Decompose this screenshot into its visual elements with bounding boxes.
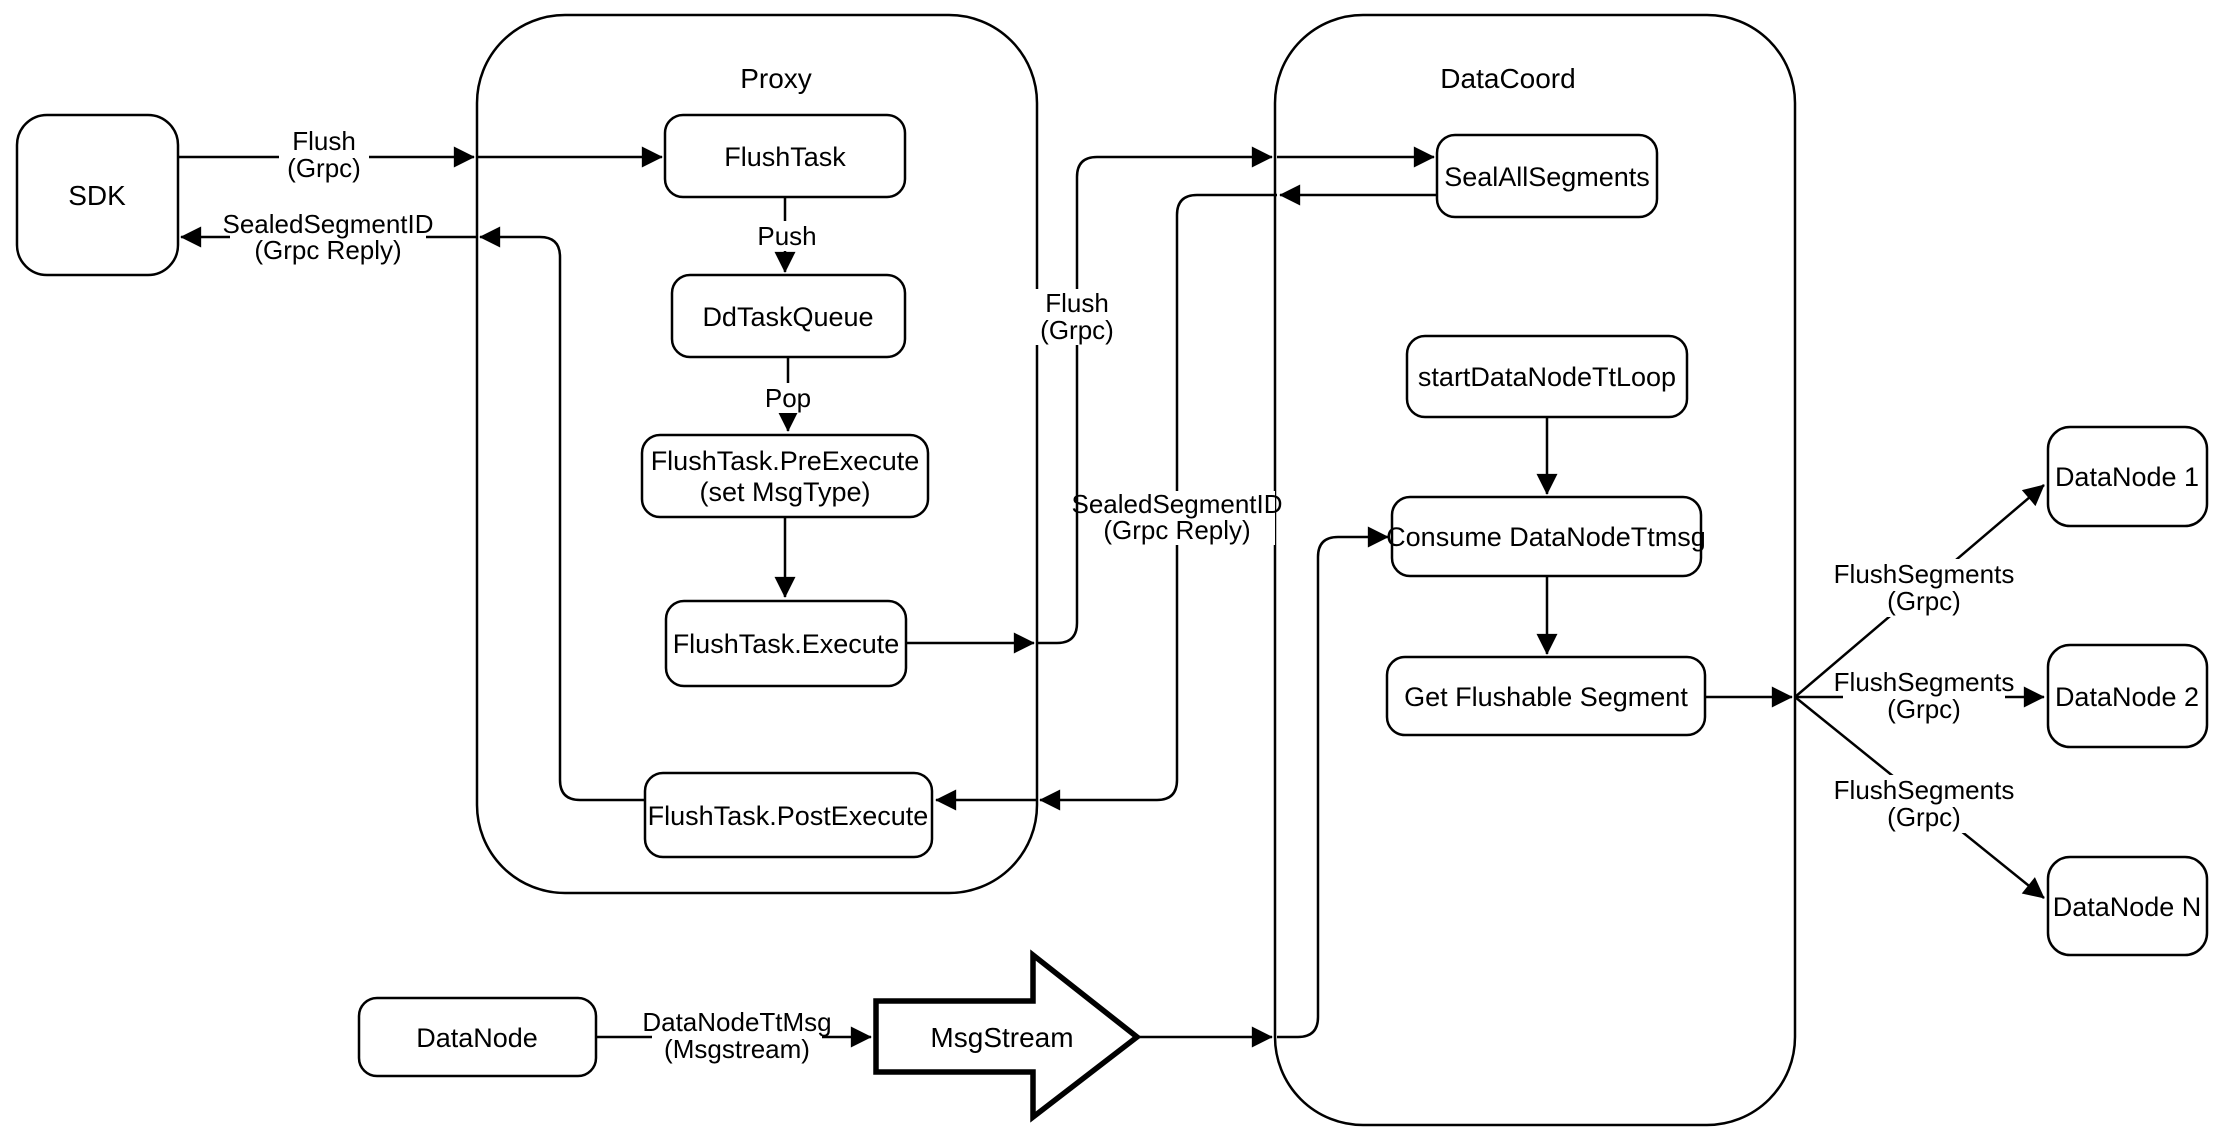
node-sealallsegments: SealAllSegments	[1435, 133, 1659, 219]
node-flushtask-execute-label: FlushTask.Execute	[673, 629, 900, 659]
msgstream-arrow-shape	[873, 949, 1142, 1123]
svg-text:(Grpc): (Grpc)	[1887, 586, 1961, 616]
node-flushtask-preexecute-line1: FlushTask.PreExecute	[651, 446, 920, 476]
svg-text:SealedSegmentID: SealedSegmentID	[222, 209, 433, 239]
node-datanode1-label: DataNode 1	[2055, 462, 2199, 492]
svg-text:FlushSegments: FlushSegments	[1834, 775, 2015, 805]
node-flushtask-label: FlushTask	[724, 142, 846, 172]
node-flushtask-execute: FlushTask.Execute	[664, 599, 908, 688]
node-sealallsegments-label: SealAllSegments	[1444, 162, 1650, 192]
svg-text:(Grpc): (Grpc)	[1040, 315, 1114, 345]
node-sdk-label: SDK	[68, 180, 126, 211]
node-datanode-source: DataNode	[357, 996, 598, 1078]
node-datanode2: DataNode 2	[2046, 643, 2209, 749]
node-flushtask-postexecute-label: FlushTask.PostExecute	[648, 801, 929, 831]
datacoord-container-title: DataCoord	[1440, 63, 1575, 94]
svg-text:(Grpc): (Grpc)	[1887, 802, 1961, 832]
node-flushtask-postexecute: FlushTask.PostExecute	[643, 771, 934, 859]
node-flushtask: FlushTask	[663, 113, 907, 199]
edge-label-flush-grpc-mid: Flush (Grpc)	[1032, 288, 1123, 345]
svg-text:Push: Push	[757, 221, 816, 251]
node-flushtask-preexecute-line2: (set MsgType)	[699, 477, 870, 507]
node-datanode2-label: DataNode 2	[2055, 682, 2199, 712]
edge-flush-up-to-datacoord	[1037, 146, 1273, 645]
node-ddtaskqueue: DdTaskQueue	[670, 273, 907, 359]
edge-label-flush-grpc-sdk: Flush (Grpc)	[279, 126, 369, 183]
edge-label-push: Push	[756, 221, 818, 251]
svg-text:Pop: Pop	[765, 383, 811, 413]
node-datanoden: DataNode N	[2046, 855, 2209, 957]
svg-text:SealedSegmentID: SealedSegmentID	[1071, 489, 1282, 519]
edge-msgstream-up-to-consume	[1277, 526, 1389, 1039]
node-consume-datanodettmsg: Consume DataNodeTtmsg	[1386, 495, 1706, 578]
svg-text:(Msgstream): (Msgstream)	[664, 1034, 810, 1064]
svg-text:(Grpc): (Grpc)	[1887, 694, 1961, 724]
node-consume-datanodettmsg-label: Consume DataNodeTtmsg	[1386, 522, 1706, 552]
node-startdatanodettloop: startDataNodeTtLoop	[1405, 334, 1689, 419]
node-sdk: SDK	[15, 113, 180, 277]
node-getflushablesegment-label: Get Flushable Segment	[1404, 682, 1688, 712]
edge-label-flushsegments-3: FlushSegments (Grpc)	[1834, 775, 2015, 833]
node-getflushablesegment: Get Flushable Segment	[1385, 655, 1707, 737]
edge-label-flushsegments-1: FlushSegments (Grpc)	[1834, 559, 2015, 617]
svg-text:FlushSegments: FlushSegments	[1834, 559, 2015, 589]
edge-postexecute-up-to-proxy-edge	[479, 226, 645, 802]
node-datanode-source-label: DataNode	[416, 1023, 538, 1053]
edge-label-flushsegments-2: FlushSegments (Grpc)	[1834, 667, 2015, 725]
edge-label-sealedsegmentid-mid: SealedSegmentID (Grpc Reply)	[1071, 489, 1283, 545]
node-ddtaskqueue-label: DdTaskQueue	[702, 302, 873, 332]
msgstream-label: MsgStream	[930, 1022, 1073, 1053]
svg-text:FlushSegments: FlushSegments	[1834, 667, 2015, 697]
svg-text:(Grpc Reply): (Grpc Reply)	[254, 235, 401, 265]
node-startdatanodettloop-label: startDataNodeTtLoop	[1418, 362, 1676, 392]
svg-text:(Grpc Reply): (Grpc Reply)	[1103, 515, 1250, 545]
svg-text:(Grpc): (Grpc)	[287, 153, 361, 183]
edge-label-pop: Pop	[761, 383, 815, 413]
svg-text:Flush: Flush	[292, 126, 356, 156]
proxy-container-title: Proxy	[740, 63, 812, 94]
edge-label-datanodettmsg: DataNodeTtMsg (Msgstream)	[642, 1007, 832, 1064]
svg-text:DataNodeTtMsg: DataNodeTtMsg	[642, 1007, 831, 1037]
svg-text:Flush: Flush	[1045, 288, 1109, 318]
node-flushtask-preexecute: FlushTask.PreExecute (set MsgType)	[640, 433, 930, 519]
node-datanode1: DataNode 1	[2046, 425, 2209, 528]
edge-label-sealedsegmentid-sdk: SealedSegmentID (Grpc Reply)	[222, 209, 434, 265]
node-datanoden-label: DataNode N	[2053, 892, 2202, 922]
